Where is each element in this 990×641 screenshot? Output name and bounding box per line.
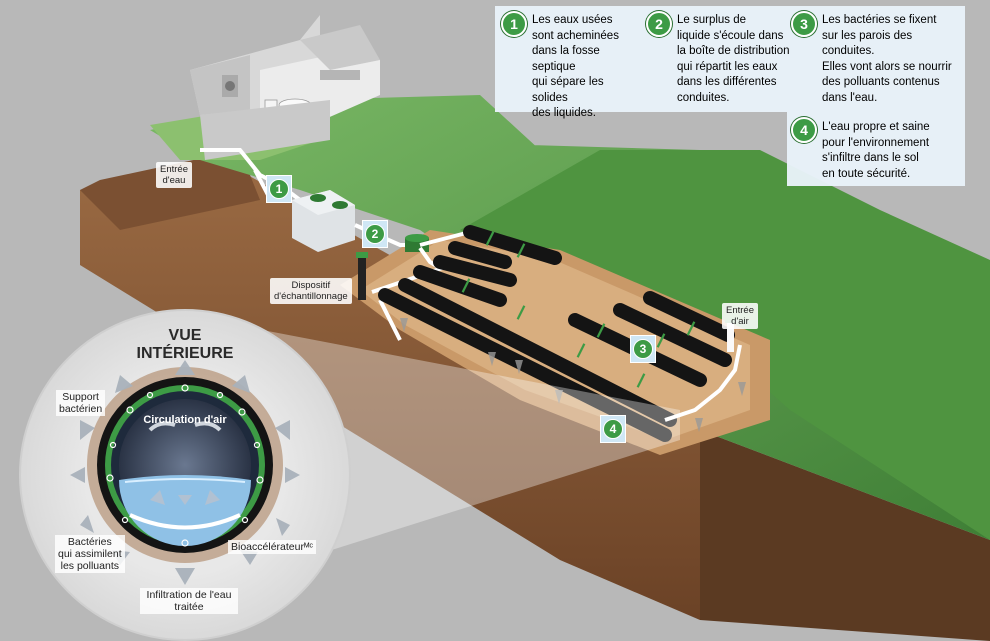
step-1-number: 1 bbox=[501, 11, 527, 37]
soil-front bbox=[80, 165, 700, 620]
diagram-badge-2: 2 bbox=[362, 220, 388, 248]
badge-2-number: 2 bbox=[365, 224, 385, 244]
inset-title: VUE INTÉRIEURE bbox=[136, 327, 234, 362]
soil-left-cut bbox=[80, 150, 260, 230]
inset-circulation-label: Circulation d'air bbox=[143, 414, 227, 426]
sampling-pipe bbox=[358, 255, 366, 300]
diagram-badge-1: 1 bbox=[266, 175, 292, 203]
badge-4-number: 4 bbox=[603, 419, 623, 439]
pipe-green-bands bbox=[461, 231, 696, 388]
step-2-number: 2 bbox=[646, 11, 672, 37]
inset-bacteries-label: Bactéries qui assimilent les polluants bbox=[55, 535, 125, 573]
inset-bioaccelerateur-label: Bioaccélérateurᴹᶜ bbox=[228, 540, 317, 554]
label-entree-eau: Entrée d'eau bbox=[156, 162, 192, 188]
distribution-box bbox=[405, 234, 429, 252]
label-entree-air: Entrée d'air bbox=[722, 303, 758, 329]
septic-tank bbox=[292, 190, 355, 252]
house bbox=[190, 15, 380, 160]
inset-support-label: Support bactérien bbox=[56, 390, 106, 416]
step-3-number: 3 bbox=[791, 11, 817, 37]
air-inlet-pipe bbox=[727, 322, 734, 352]
step-2-text: Le surplus de liquide s'écoule dans la b… bbox=[677, 14, 790, 104]
badge-3-number: 3 bbox=[633, 339, 653, 359]
step-4-text: L'eau propre et saine pour l'environneme… bbox=[822, 121, 930, 180]
diagram-badge-4: 4 bbox=[600, 415, 626, 443]
soil-right bbox=[700, 430, 990, 641]
inset-infiltration-label: Infiltration de l'eau traitée bbox=[140, 588, 238, 614]
steps-panel-top bbox=[495, 6, 965, 112]
label-dispositif: Dispositif d'échantillonnage bbox=[270, 278, 352, 304]
step-1-text: Les eaux usées sont acheminées dans la f… bbox=[532, 14, 619, 119]
badge-1-number: 1 bbox=[269, 179, 289, 199]
step-4-number: 4 bbox=[791, 117, 817, 143]
step-3-text: Les bactéries se fixent sur les parois d… bbox=[822, 14, 952, 104]
steps-panel-bottom bbox=[787, 112, 965, 186]
diagram-badge-3: 3 bbox=[630, 335, 656, 363]
